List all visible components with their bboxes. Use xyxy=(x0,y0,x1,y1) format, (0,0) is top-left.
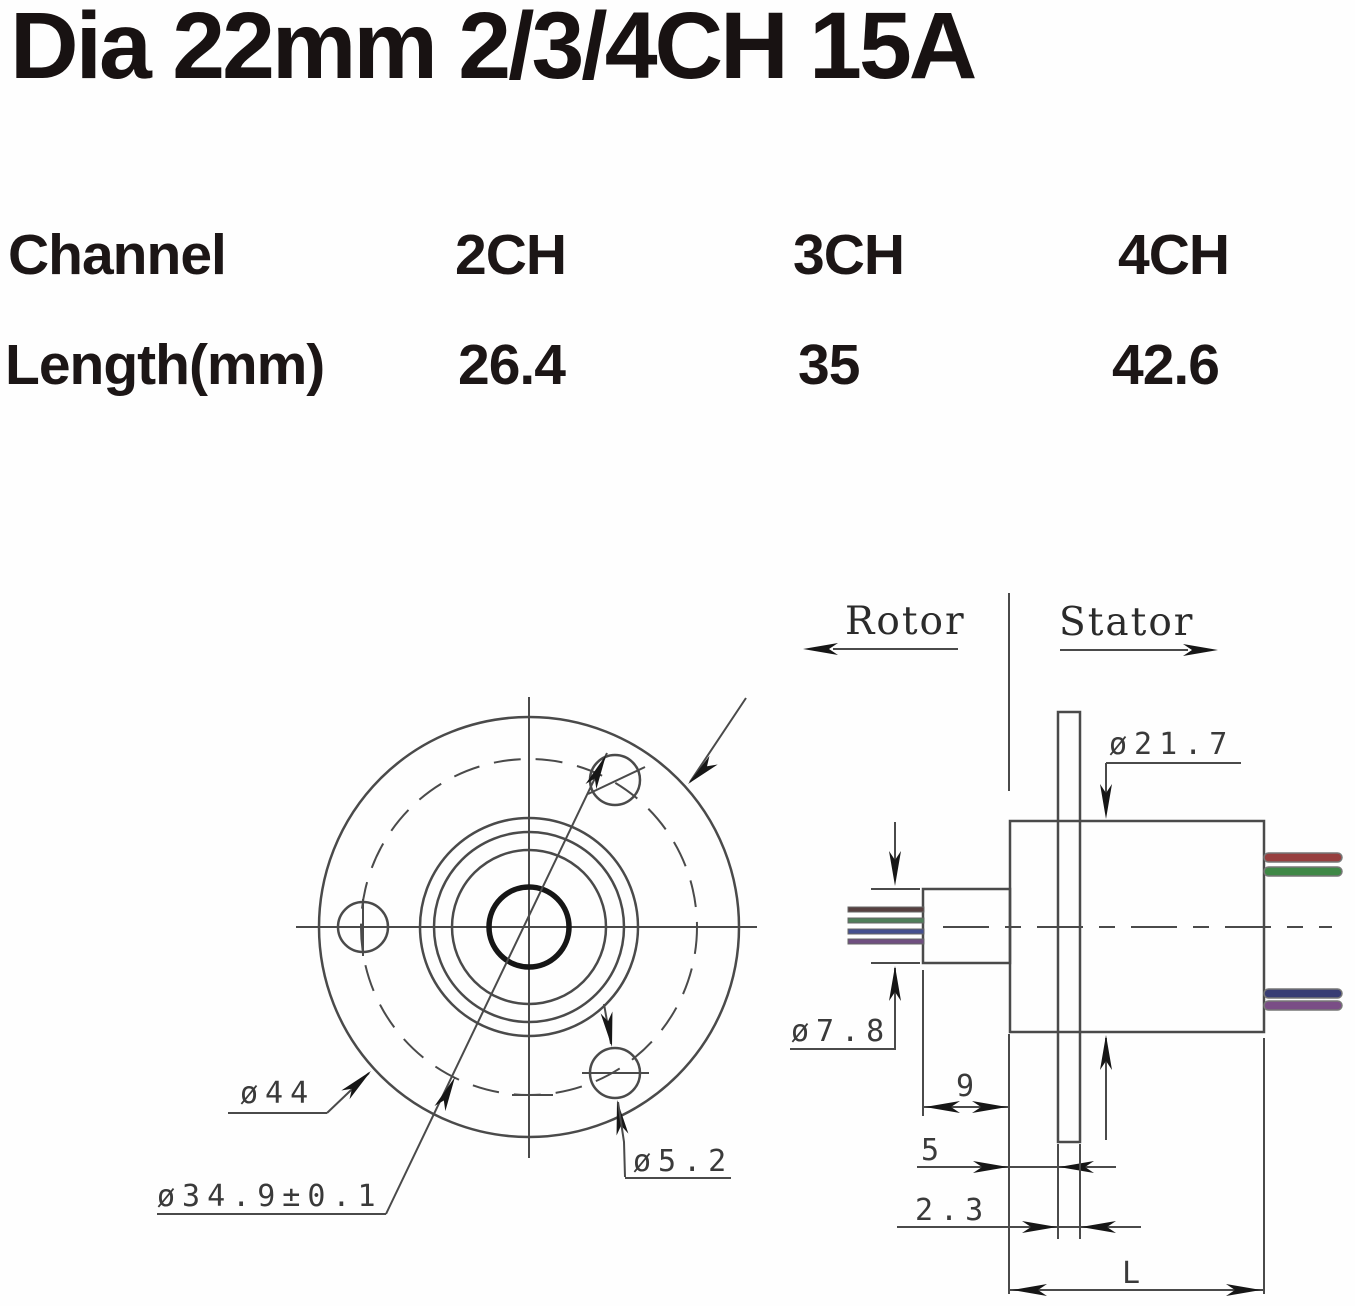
shaft-length-label: 9 xyxy=(956,1069,981,1104)
bolt-hole-top-right-tick xyxy=(587,766,646,795)
rotor-wires xyxy=(847,906,925,945)
page-title: Dia 22mm 2/3/4CH 15A xyxy=(10,0,977,99)
bolt-circle-label: ø34.9±0.1 xyxy=(157,1179,383,1214)
front-view: ø44 ø34.9±0.1 ø5.2 xyxy=(157,697,757,1215)
rotor-wire-3 xyxy=(847,928,925,935)
flange-thickness-label: 2.3 xyxy=(915,1193,990,1228)
rotor-wire-4 xyxy=(847,938,925,945)
shaft-bore-circle xyxy=(486,884,572,970)
body-od-label: ø21.7 xyxy=(1109,727,1234,762)
shaft-od-label: ø7.8 xyxy=(791,1014,891,1049)
channel-3ch: 3CH xyxy=(793,223,905,287)
stator-label: Stator xyxy=(1059,600,1194,645)
bolt-circle-dashed xyxy=(360,758,698,1096)
rotor-label: Rotor xyxy=(845,599,966,644)
dim-flange-offset: 5 xyxy=(917,1133,1116,1173)
stator-wire-blue xyxy=(1263,988,1343,999)
dim-flange-od: ø44 xyxy=(228,697,747,1114)
body-circle xyxy=(418,816,640,1038)
dim-total-length: L xyxy=(1009,1038,1265,1296)
bolt-hole-label: ø5.2 xyxy=(633,1144,733,1179)
total-length-label: L xyxy=(1122,1256,1147,1291)
boss-circle xyxy=(432,830,626,1024)
flange-od-label: ø44 xyxy=(240,1076,315,1111)
row-channel-label: Channel xyxy=(8,223,227,287)
channel-4ch: 4CH xyxy=(1118,223,1230,287)
flange-outline-circle xyxy=(317,715,741,1139)
length-3ch: 35 xyxy=(798,333,860,397)
rotor-direction: Rotor xyxy=(803,599,966,655)
row-length-label: Length(mm) xyxy=(5,333,325,397)
dim-bolt-hole: ø5.2 xyxy=(600,1003,733,1179)
rotor-wire-2 xyxy=(847,917,925,924)
dim-shaft-od: ø7.8 xyxy=(790,822,920,1050)
length-4ch: 42.6 xyxy=(1112,333,1220,397)
stator-wire-purple xyxy=(1263,1000,1343,1011)
stator-direction: Stator xyxy=(1059,600,1218,656)
dim-bolt-circle: ø34.9±0.1 xyxy=(157,752,612,1215)
stator-wire-green xyxy=(1263,866,1343,877)
stator-wire-red xyxy=(1263,852,1343,863)
dim-shaft-length: 9 xyxy=(922,970,1009,1116)
dim-flange-thickness: 2.3 xyxy=(897,1144,1141,1239)
side-view: Rotor Stator xyxy=(790,593,1343,1296)
stator-wires xyxy=(1263,852,1343,1011)
hub-circle xyxy=(450,848,608,1006)
flange-offset-label: 5 xyxy=(921,1133,946,1168)
rotor-wire-1 xyxy=(847,906,925,913)
channel-2ch: 2CH xyxy=(455,223,567,287)
length-2ch: 26.4 xyxy=(458,333,566,397)
dim-body-od: ø21.7 xyxy=(1100,727,1241,1140)
